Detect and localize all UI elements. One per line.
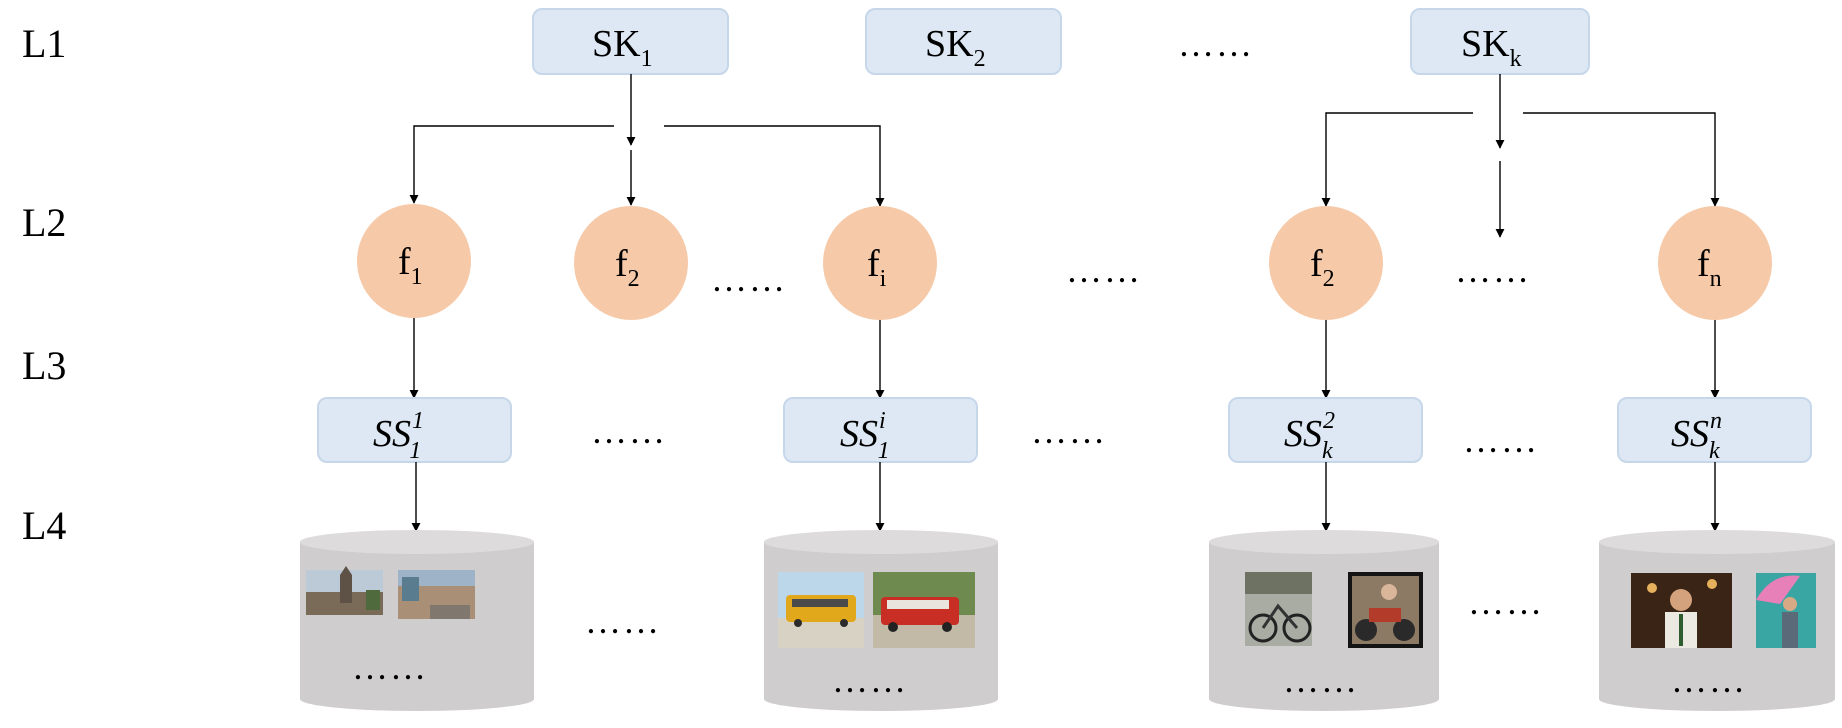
l2-ellipsis: ……: [1066, 250, 1142, 290]
l2-node-fi: fi: [823, 206, 937, 320]
town-square-photo: [398, 570, 475, 619]
l3-ellipsis: ……: [591, 411, 667, 451]
yellow-bus-photo: [778, 572, 864, 648]
edge-arrow: [409, 125, 614, 204]
l4-ellipsis: ……: [585, 601, 661, 641]
l2-node-fn: fn: [1658, 206, 1772, 320]
level-labels: L1 L2 L3 L4: [22, 21, 66, 548]
l1-row: SK1 SK2 …… SKk: [532, 8, 1590, 75]
l2-row: f1 f2 …… fi …… f2 …… fn: [357, 204, 1772, 320]
town-street-photo: [306, 566, 383, 615]
l2-node-label: f1: [398, 241, 423, 290]
l1-box-label: SKk: [1461, 23, 1522, 72]
umbrella-woman-photo: [1756, 573, 1816, 648]
l2-ellipsis: ……: [711, 259, 787, 299]
l2-node-label: f2: [1310, 243, 1335, 292]
man-portrait-photo: [1631, 573, 1732, 648]
l1-l2-edges: [409, 74, 1720, 238]
l2-node-f1: f1: [357, 204, 471, 318]
level-label-l2: L2: [22, 200, 66, 245]
level-label-l4: L4: [22, 503, 66, 548]
l2-node-f2: f2: [574, 206, 688, 320]
cylinder-ellipsis: ……: [832, 660, 908, 700]
l2-l3-edges: [409, 318, 1720, 399]
l1-box-skk: SKk: [1410, 8, 1590, 75]
l1-ellipsis: ……: [1178, 24, 1254, 64]
l2-node-label: f2: [615, 243, 640, 292]
red-bus-photo: [873, 572, 975, 648]
l2-node-label: fi: [867, 243, 887, 292]
l1-box-label: SK2: [925, 23, 986, 72]
l1-box-label: SK1: [592, 23, 653, 72]
cylinder-ellipsis: ……: [352, 647, 428, 687]
edge-arrow: [1523, 112, 1720, 207]
level-label-l1: L1: [22, 21, 66, 66]
l4-cylinder-3: ……: [1209, 530, 1439, 711]
l1-box-sk1: SK1: [532, 8, 729, 75]
l4-cylinder-1: ……: [300, 530, 534, 711]
l4-ellipsis: ……: [1468, 582, 1544, 622]
l1-box-sk2: SK2: [865, 8, 1062, 75]
edge-arrow: [1321, 112, 1473, 207]
edge-arrow: [664, 125, 885, 207]
motorcycle-photo: [1348, 572, 1423, 648]
l4-cylinder-4: ……: [1599, 530, 1835, 711]
l4-cylinder-2: ……: [764, 530, 998, 711]
l2-ellipsis: ……: [1455, 250, 1531, 290]
l2-node-label: fn: [1697, 243, 1722, 292]
l3-ellipsis: ……: [1031, 411, 1107, 451]
level-label-l3: L3: [22, 343, 66, 388]
l3-l4-edges: [411, 462, 1720, 532]
cylinder-ellipsis: ……: [1671, 660, 1747, 700]
l4-row: …… …… ……: [300, 530, 1835, 711]
l2-node-f2-k: f2: [1269, 206, 1383, 320]
bicycle-photo: [1245, 572, 1312, 646]
cylinder-ellipsis: ……: [1283, 660, 1359, 700]
l3-ellipsis: ……: [1463, 420, 1539, 460]
